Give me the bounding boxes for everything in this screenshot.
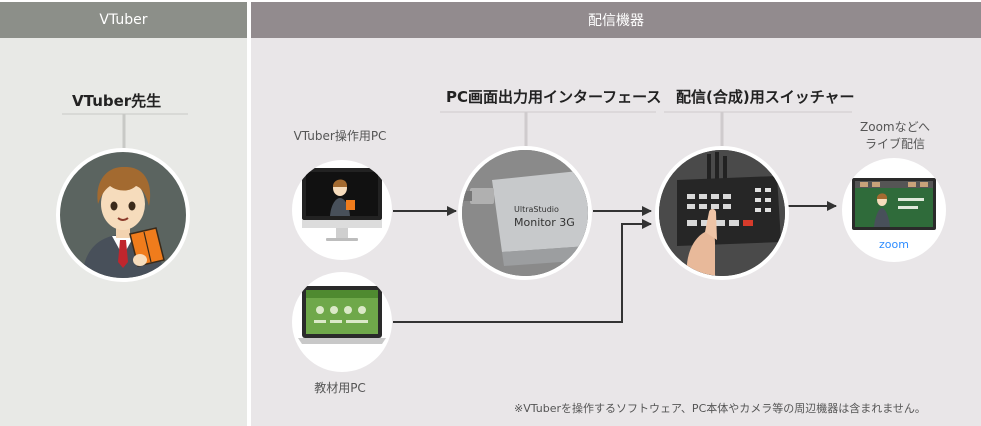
monitor-icon (302, 168, 382, 241)
zoom-label-line1: Zoomなどへ (860, 120, 930, 134)
switcher-node (655, 146, 789, 280)
equipment-panel-header: 配信機器 (251, 2, 981, 38)
vtuber-panel-header: VTuber (0, 2, 247, 38)
arrow-materialpc-to-switcher (393, 219, 652, 323)
vtuber-pc-node (292, 160, 392, 260)
zoom-label-line2: ライブ配信 (864, 137, 925, 151)
material-pc-label: 教材用PC (314, 381, 366, 395)
switcher-illustration (659, 150, 785, 276)
device-model-text: Monitor 3G (514, 216, 575, 229)
zoom-node: zoom (842, 158, 946, 262)
vtuber-character-illustration (82, 166, 165, 278)
zoom-screen-illustration (852, 178, 936, 230)
zoom-brand: zoom (879, 238, 909, 251)
switcher-title: 配信(合成)用スイッチャー (676, 88, 855, 106)
vtuber-pc-label: VTuber操作用PC (293, 129, 387, 143)
vtuber-avatar (56, 148, 190, 282)
capture-device-illustration: UltraStudio Monitor 3G (462, 150, 588, 276)
vtuber-panel: VTuber (0, 2, 247, 426)
laptop-icon (298, 286, 386, 344)
interface-title: PC画面出力用インターフェース (446, 88, 662, 106)
vtuber-teacher-title: VTuber先生 (72, 92, 162, 110)
device-brand-text: UltraStudio (514, 205, 559, 214)
interface-device-node: UltraStudio Monitor 3G (458, 146, 592, 280)
material-pc-node (292, 272, 392, 372)
footnote: ※VTuberを操作するソフトウェア、PC本体やカメラ等の周辺機器は含まれません… (514, 402, 926, 415)
